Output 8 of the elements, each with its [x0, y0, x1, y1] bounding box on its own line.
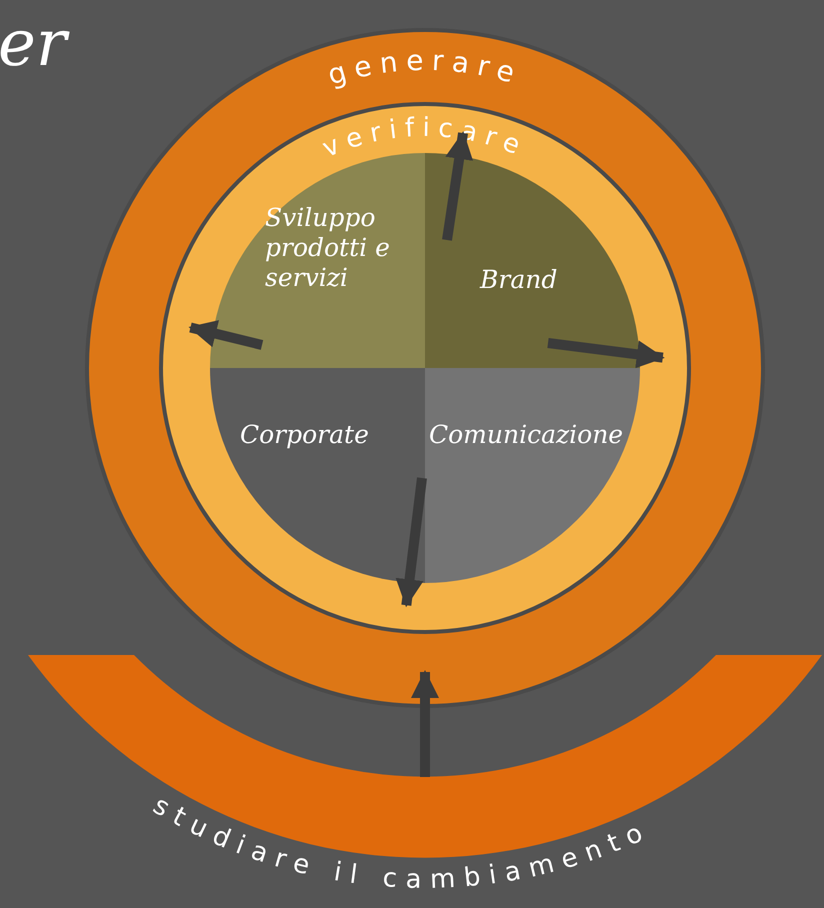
- ring-label: generare: [324, 44, 526, 92]
- arrow: [411, 670, 439, 777]
- quadrant-label: Comunicazione: [429, 420, 624, 450]
- arrow: [188, 320, 264, 350]
- arrow: [396, 477, 427, 608]
- quadrant-label: Brand: [480, 265, 558, 295]
- quadrant-label: Corporate: [240, 420, 369, 450]
- arrow: [547, 338, 665, 368]
